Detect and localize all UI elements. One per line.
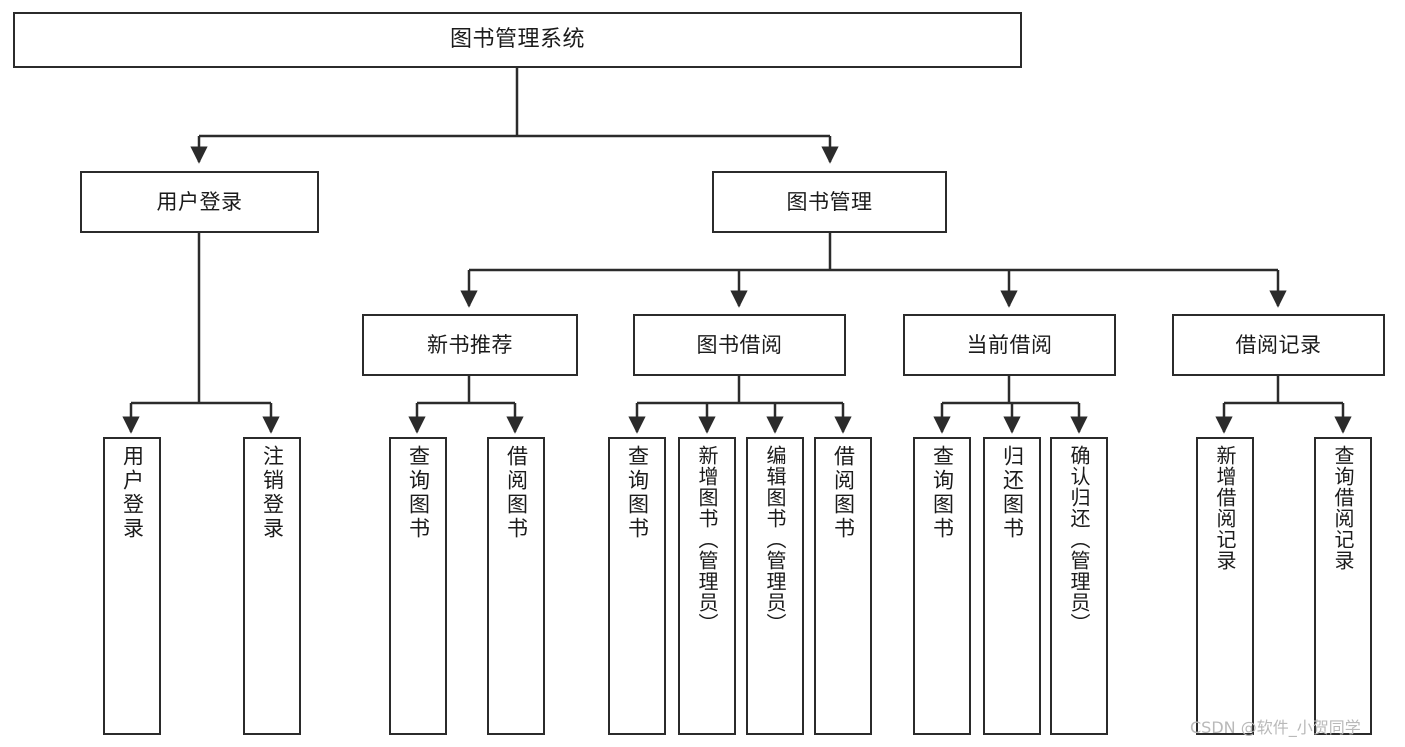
- node-label: 注销登录: [260, 445, 285, 541]
- node-label: 查询图书: [930, 445, 955, 541]
- leaf-edit-book-admin[interactable]: 编辑图书（管理员）: [746, 437, 804, 735]
- node-label: 当前借阅: [966, 332, 1053, 357]
- node-label: 确认归还（管理员）: [1067, 445, 1091, 634]
- node-label: 借阅图书: [831, 445, 856, 541]
- leaf-logout-login[interactable]: 注销登录: [243, 437, 301, 735]
- node-current-borrow[interactable]: 当前借阅: [903, 314, 1116, 376]
- node-label: 图书管理系统: [449, 27, 585, 53]
- node-label: 新增图书（管理员）: [695, 445, 719, 634]
- leaf-query-book-recommend[interactable]: 查询图书: [389, 437, 447, 735]
- node-book-borrow[interactable]: 图书借阅: [633, 314, 846, 376]
- node-root-system[interactable]: 图书管理系统: [13, 12, 1022, 68]
- leaf-return-book[interactable]: 归还图书: [983, 437, 1041, 735]
- leaf-borrow-book-recommend[interactable]: 借阅图书: [487, 437, 545, 735]
- node-label: 用户登录: [120, 445, 145, 541]
- leaf-query-book-borrow[interactable]: 查询图书: [608, 437, 666, 735]
- node-label: 新书推荐: [427, 332, 513, 357]
- node-label: 查询借阅记录: [1331, 445, 1355, 571]
- node-label: 图书借阅: [696, 332, 783, 357]
- node-borrow-record[interactable]: 借阅记录: [1172, 314, 1385, 376]
- node-label: 借阅图书: [504, 445, 529, 541]
- node-label: 查询图书: [406, 445, 431, 541]
- leaf-query-borrow-record[interactable]: 查询借阅记录: [1314, 437, 1372, 735]
- leaf-confirm-return-admin[interactable]: 确认归还（管理员）: [1050, 437, 1108, 735]
- node-new-book-recommend[interactable]: 新书推荐: [362, 314, 578, 376]
- node-book-management[interactable]: 图书管理: [712, 171, 947, 233]
- leaf-borrow-book[interactable]: 借阅图书: [814, 437, 872, 735]
- leaf-add-book-admin[interactable]: 新增图书（管理员）: [678, 437, 736, 735]
- node-label: 借阅记录: [1235, 332, 1322, 357]
- node-label: 用户登录: [156, 189, 243, 214]
- node-user-login[interactable]: 用户登录: [80, 171, 319, 233]
- csdn-watermark: CSDN @软件_小贺同学: [1190, 718, 1361, 737]
- node-label: 归还图书: [1000, 445, 1025, 541]
- node-label: 新增借阅记录: [1213, 445, 1237, 571]
- leaf-add-borrow-record[interactable]: 新增借阅记录: [1196, 437, 1254, 735]
- node-label: 图书管理: [786, 189, 873, 214]
- leaf-user-login[interactable]: 用户登录: [103, 437, 161, 735]
- node-label: 编辑图书（管理员）: [763, 445, 787, 634]
- node-label: 查询图书: [625, 445, 650, 541]
- leaf-query-book-current[interactable]: 查询图书: [913, 437, 971, 735]
